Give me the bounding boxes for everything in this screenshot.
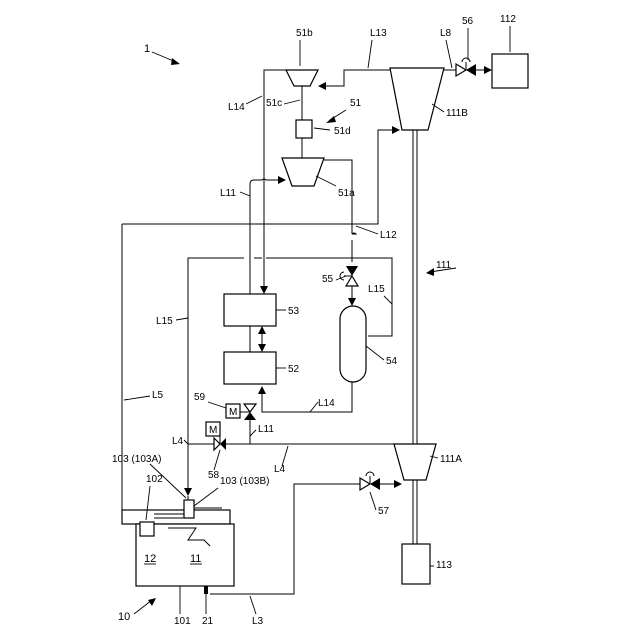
label-l15-right: L15 (368, 284, 385, 295)
label-tank-54: 54 (386, 356, 398, 367)
label-expander-51b: 51b (296, 28, 313, 39)
label-l12: L12 (380, 230, 397, 241)
label-unit-52: 52 (288, 364, 300, 375)
label-group-51: 51 (350, 98, 362, 109)
label-l14-lower: L14 (318, 398, 335, 409)
label-chamber-12: 12 (144, 553, 156, 565)
valve-56 (456, 58, 476, 76)
valve-58: M (206, 422, 226, 450)
label-101: 101 (174, 616, 191, 627)
tank-54 (340, 306, 366, 382)
label-l13: L13 (370, 28, 387, 39)
expander-51b (286, 70, 318, 86)
generator-113 (402, 544, 430, 584)
label-l3: L3 (252, 616, 264, 627)
label-unit-112: 112 (500, 14, 516, 25)
valve-59: M (226, 404, 256, 420)
motor-letter-59: M (229, 407, 237, 418)
label-turbine-111b: 111B (446, 108, 468, 119)
label-system: 1 (144, 43, 150, 55)
motor-letter-58: M (209, 425, 217, 436)
line-l13 (318, 70, 390, 90)
label-l15-left: L15 (156, 316, 173, 327)
valve-57 (360, 472, 380, 490)
line-l14-lower (258, 382, 352, 412)
label-l4-right: L4 (274, 464, 286, 475)
unit-112 (492, 54, 528, 88)
turbine-111b (390, 68, 444, 130)
label-unit-113: 113 (436, 560, 452, 571)
label-l5: L5 (152, 390, 164, 401)
unit-53 (224, 294, 276, 326)
label-furnace-11: 11 (190, 553, 201, 565)
label-l4-left: L4 (172, 436, 184, 447)
line-l5 (122, 224, 188, 510)
label-valve-59: 59 (194, 392, 206, 403)
label-motor-51d: 51d (334, 126, 351, 137)
line-l3 (210, 480, 402, 594)
label-valve-58: 58 (208, 470, 220, 481)
gas-turbine-shaft (413, 130, 417, 546)
label-l14-upper: L14 (228, 102, 245, 113)
label-valve-55: 55 (322, 274, 334, 285)
label-shaft-51c: 51c (266, 98, 282, 109)
label-turbine-111a: 111A (440, 454, 462, 465)
label-boiler-10: 10 (118, 611, 130, 623)
label-unit-53: 53 (288, 306, 300, 317)
line-l11-upper (250, 176, 286, 380)
compressor-51a (282, 158, 324, 186)
valve-55 (340, 266, 358, 306)
label-valve-57: 57 (378, 506, 390, 517)
boiler-10 (122, 496, 234, 594)
line-l12 (122, 126, 400, 262)
label-103b: 103 (103B) (220, 476, 269, 487)
label-103a: 103 (103A) (112, 454, 161, 465)
label-l8: L8 (440, 28, 452, 39)
turbine-111a (394, 444, 436, 480)
label-l11-lower: L11 (258, 424, 274, 435)
label-compressor-51a: 51a (338, 188, 355, 199)
label-l11-upper: L11 (220, 188, 236, 199)
unit-52 (224, 352, 276, 384)
motor-51d (296, 120, 312, 138)
link-53-52 (258, 326, 266, 352)
label-102: 102 (146, 474, 163, 485)
label-valve-56: 56 (462, 16, 474, 27)
label-21: 21 (202, 616, 214, 627)
